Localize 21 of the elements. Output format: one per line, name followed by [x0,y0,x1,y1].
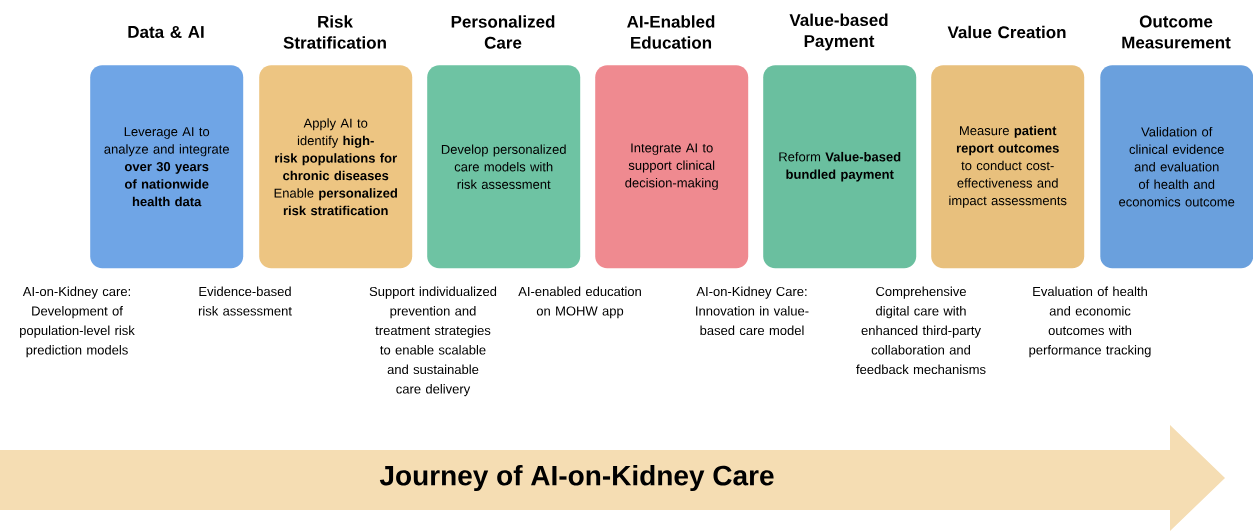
description-text: Evidence-based risk assessment [198,286,292,316]
column-heading: Value Creation [947,25,1066,39]
step-box: Develop personalized care models with risk assessment [427,65,581,269]
description-text: Support individualized prevention and treatment strategies to enable scalable and sustainable care delivery [369,286,497,397]
step-box: Integrate AI to support clinical decision-making [595,65,749,269]
step-box: Reform Value-based bundled payment [763,65,917,269]
step-box: Leverage AI to analyze and integrate over 30 years of nationwide health data [90,65,244,269]
step-box: Validation of clinical evidence and evaluation of health and economics outcome [1100,65,1253,269]
column-heading: Data & AI [128,26,204,38]
description-text: Comprehensive digital care with enhanced third-party collaboration and feedback mechanisms [856,286,986,375]
description-text: AI-enabled education on MOHW app [518,286,641,319]
column-heading: AI-Enabled Education [627,15,715,49]
column-heading: Personalized Care [451,15,555,49]
column-heading: Outcome Measurement [1122,15,1231,49]
column-heading: Value-based Payment [789,13,888,51]
step-box: Apply AI to identify high-risk populations for chronic diseases Enable personalized risk stratification [259,65,413,269]
step-box: Measure patient report outcomes to conduct cost-effectiveness and impact assessments [931,65,1085,269]
description-text: Evaluation of health and economic outcomes with performance tracking [1029,286,1151,358]
description-text: AI-on-Kidney care: Development of population-level risk prediction models [20,286,135,358]
column-heading: Risk Stratification [283,15,386,49]
description-text: AI-on-Kidney Care: Innovation in value-based care model [696,286,809,336]
